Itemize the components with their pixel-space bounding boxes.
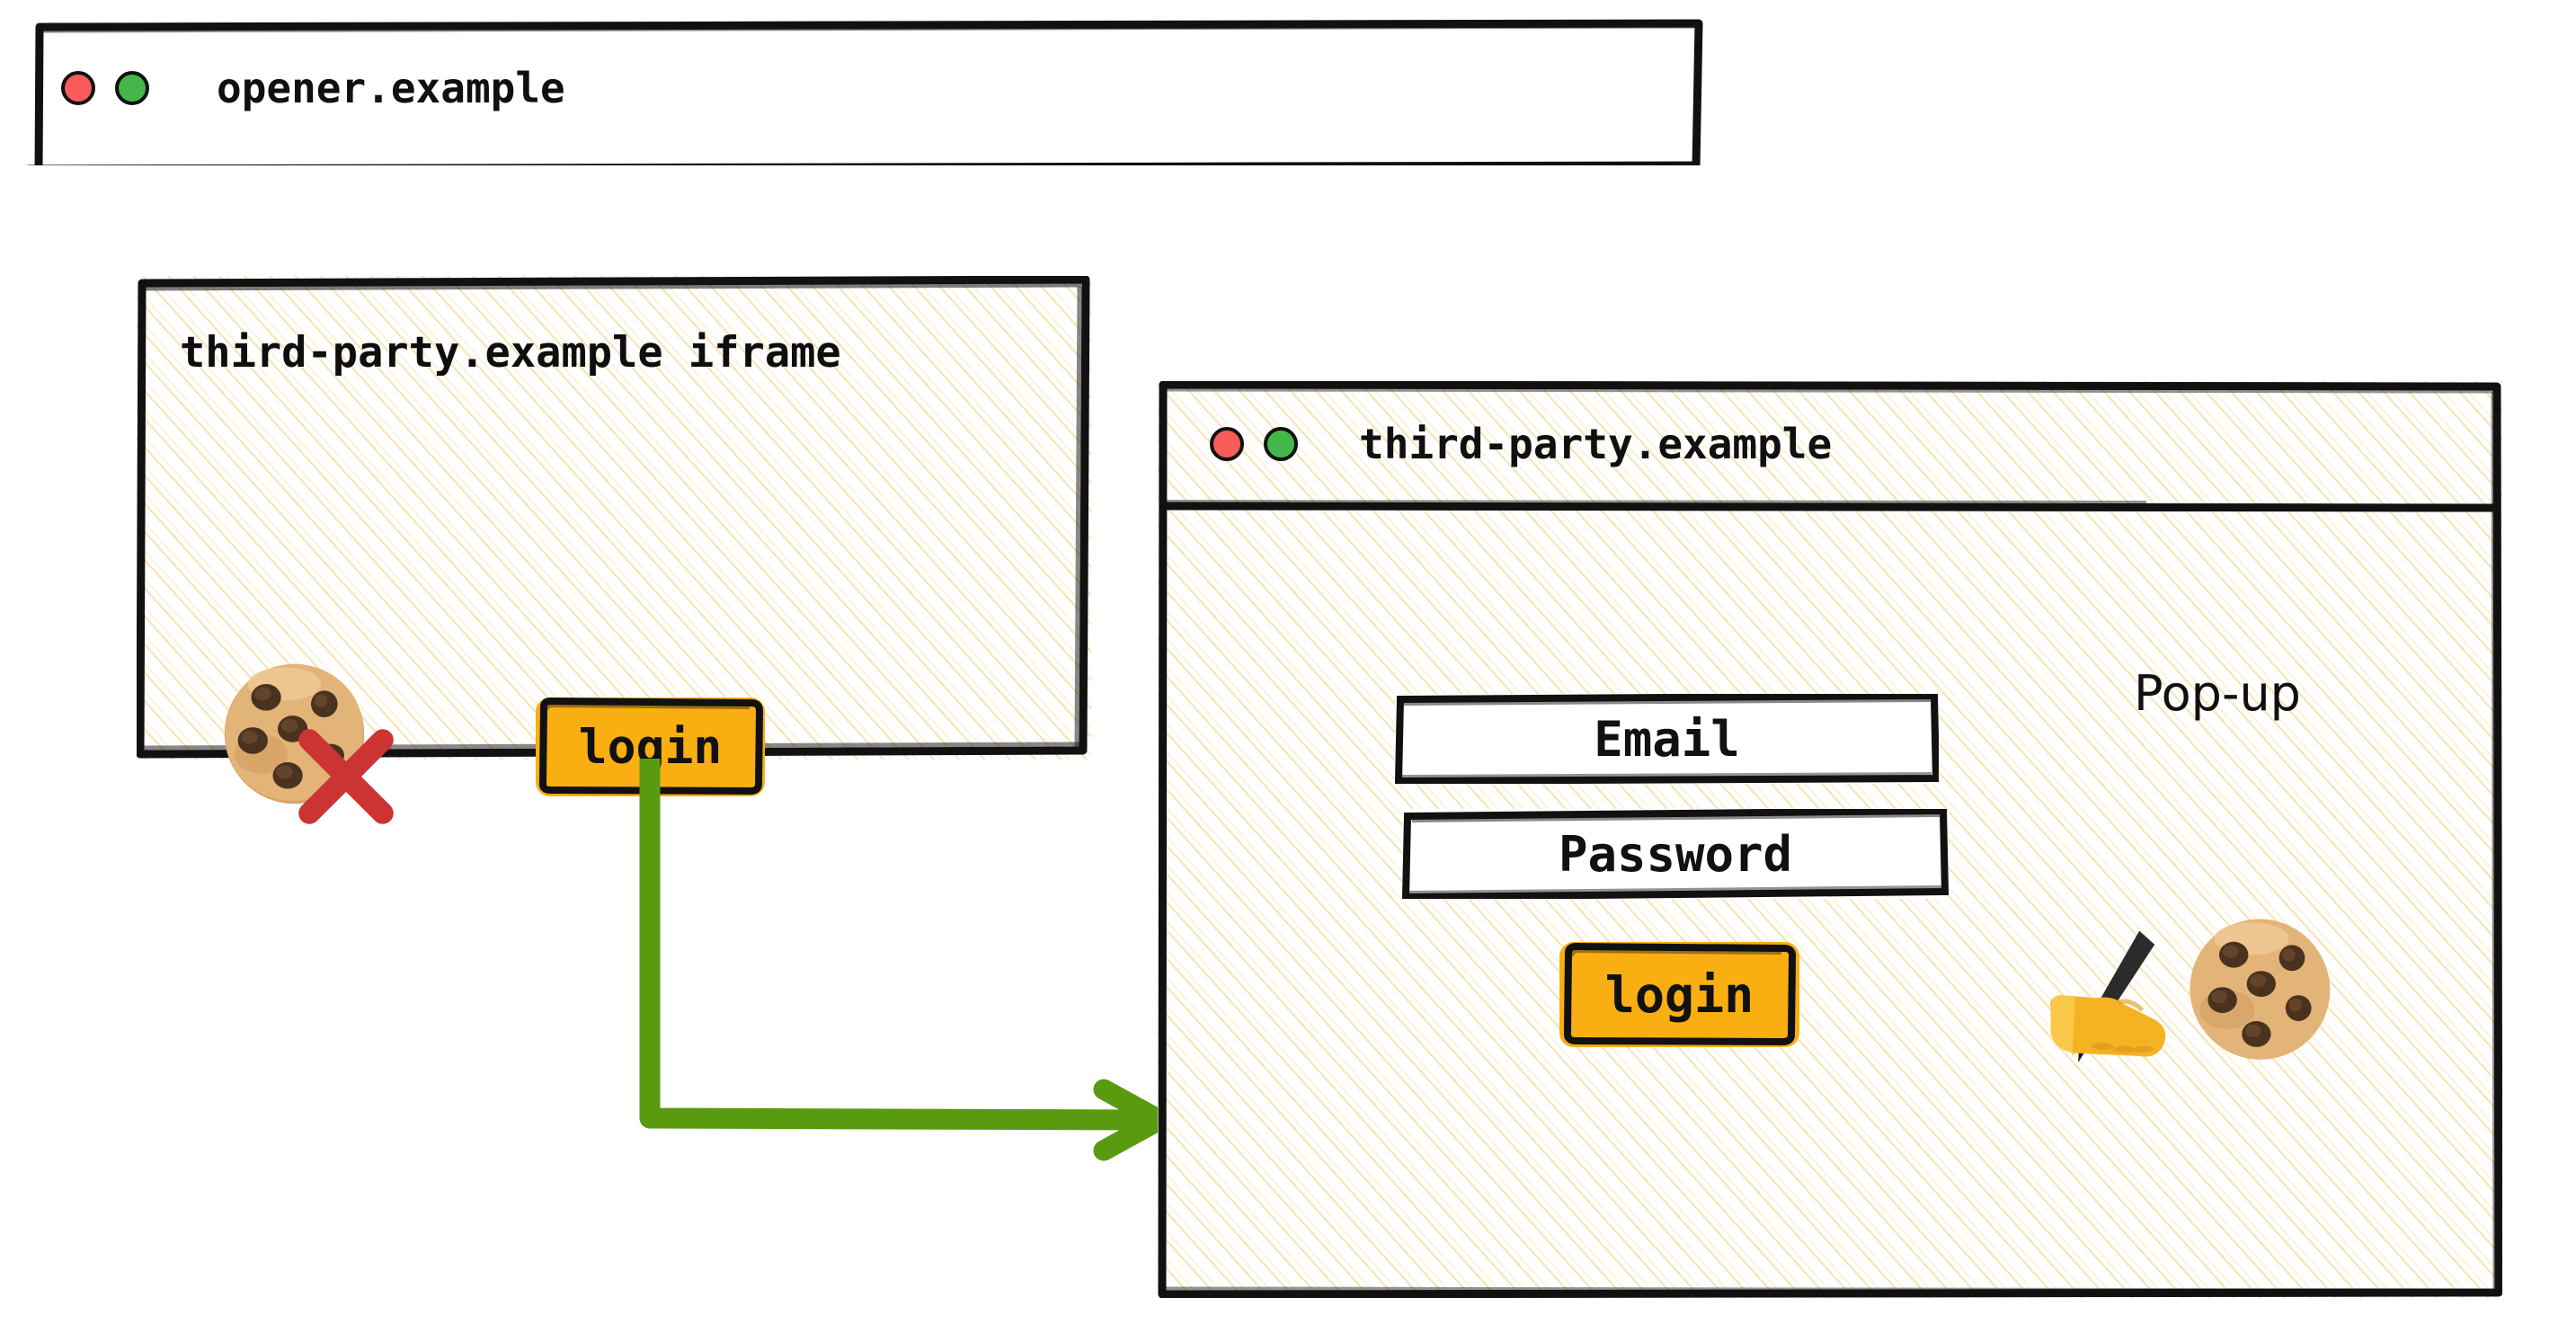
popup-annotation-label: Pop-up bbox=[2134, 665, 2301, 722]
opener-window-title: opener.example bbox=[217, 64, 565, 112]
email-field-value: Email bbox=[1594, 710, 1740, 768]
popup-window-title: third-party.example bbox=[1359, 420, 1833, 468]
maximize-dot[interactable] bbox=[1264, 427, 1298, 461]
close-dot[interactable] bbox=[1210, 427, 1244, 461]
email-field[interactable]: Email bbox=[1395, 694, 1939, 784]
maximize-dot[interactable] bbox=[115, 71, 149, 105]
iframe-login-button[interactable]: login bbox=[536, 698, 765, 796]
password-field-value: Password bbox=[1558, 825, 1793, 883]
popup-login-button[interactable]: login bbox=[1559, 942, 1799, 1047]
iframe-login-button-label: login bbox=[578, 719, 723, 775]
iframe-title-label: third-party.example iframe bbox=[180, 328, 841, 378]
close-dot[interactable] bbox=[61, 71, 95, 105]
opener-traffic-lights bbox=[61, 71, 149, 105]
popup-traffic-lights bbox=[1210, 427, 1298, 461]
cookie-icon bbox=[2179, 908, 2341, 1070]
login-to-popup-arrow bbox=[639, 759, 1170, 1161]
password-field[interactable]: Password bbox=[1402, 809, 1949, 899]
opener-titlebar: opener.example bbox=[27, 11, 1704, 165]
red-x-icon bbox=[292, 723, 400, 831]
popup-login-button-label: login bbox=[1604, 965, 1754, 1024]
popup-titlebar: third-party.example bbox=[1158, 381, 2502, 507]
writing-hand-icon bbox=[2039, 919, 2191, 1071]
